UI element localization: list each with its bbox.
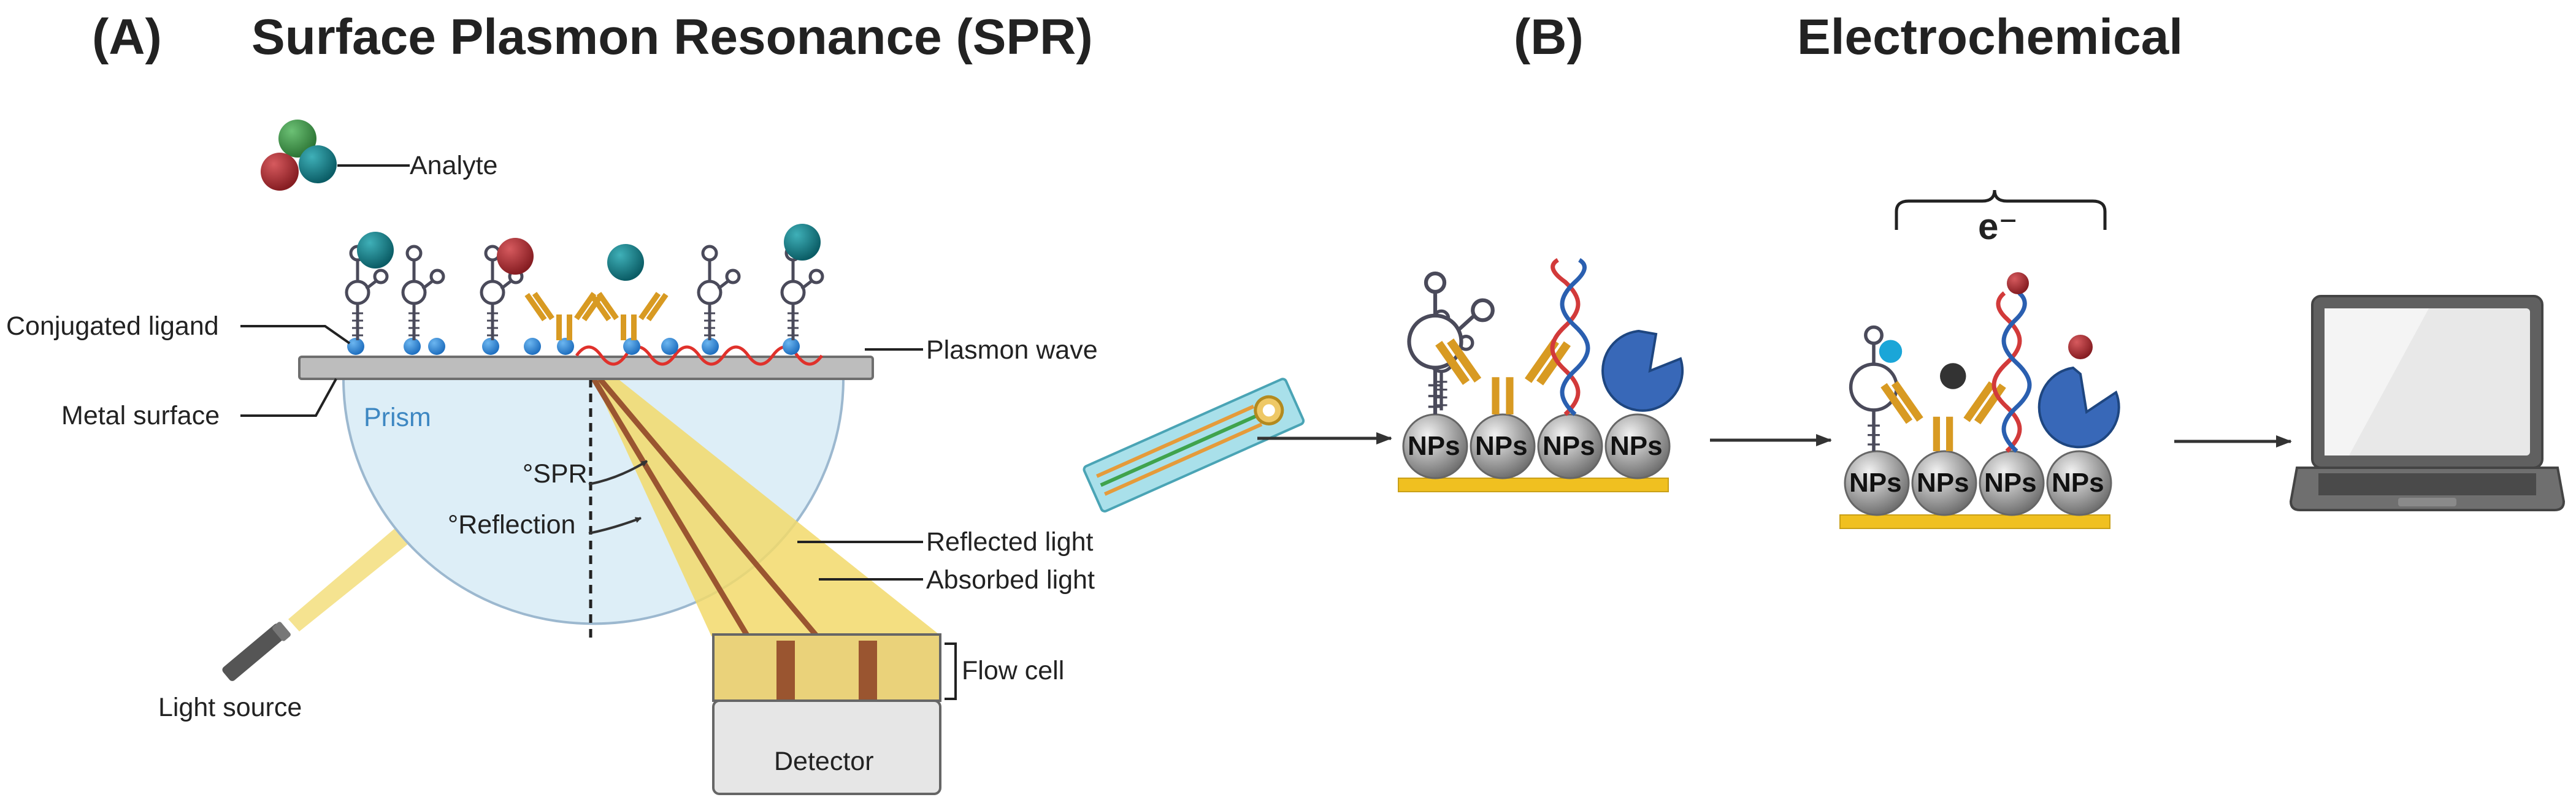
np1-enzyme: [1601, 329, 1684, 412]
flow-cell-label: Flow cell: [962, 656, 1064, 685]
analyte-cluster: [261, 120, 337, 191]
np-label-1: NPs: [1408, 431, 1460, 461]
bound-analyte-teal-1: [357, 232, 394, 269]
plasmon-wave: [575, 345, 824, 366]
conjugated-ligands: [347, 338, 800, 355]
np-platform-1: [1398, 413, 1671, 492]
np-platform-2: [1839, 450, 2112, 529]
absorbed-light-label: Absorbed light: [926, 565, 1095, 595]
np-label-6: NPs: [1917, 468, 1969, 498]
panel-a-title: Surface Plasmon Resonance (SPR): [251, 9, 1093, 65]
light-source: [222, 622, 291, 681]
reflection-angle-label: °Reflection: [448, 510, 575, 539]
np1-dna-helix: [1550, 257, 1590, 416]
np-label-8: NPs: [2052, 468, 2104, 498]
np-label-5: NPs: [1849, 468, 1902, 498]
bound-analyte-red: [497, 238, 534, 275]
np2-aptamer: [1849, 325, 1903, 451]
laptop-icon: [2289, 295, 2566, 511]
spr-angle-label: °SPR: [523, 459, 588, 489]
analyte-label: Analyte: [410, 151, 497, 180]
metal-surface-label: Metal surface: [61, 401, 220, 430]
metal-surface: [298, 356, 874, 380]
detector-label: Detector: [774, 747, 874, 776]
light-source-label: Light source: [158, 693, 302, 722]
np2-enzyme: [2037, 366, 2120, 449]
surface-antibody-2: [589, 292, 669, 340]
np-label-2: NPs: [1475, 431, 1528, 461]
plasmon-wave-label: Plasmon wave: [926, 335, 1098, 365]
np-label-4: NPs: [1610, 431, 1663, 461]
electron-brace: [1895, 189, 2107, 230]
reflected-light-beam: [592, 375, 941, 636]
surface-aptamer-2: [403, 246, 443, 340]
bound-analyte-teal-2: [607, 244, 644, 281]
np2-dna-helix: [1991, 272, 2032, 453]
np2-antibody: [1880, 363, 2006, 451]
np-label-7: NPs: [1984, 468, 2037, 498]
reflected-light-label: Reflected light: [926, 527, 1094, 557]
panel-a-letter: (A): [92, 9, 162, 65]
surface-aptamer-4: [699, 246, 739, 340]
flow-cell: [712, 633, 941, 702]
np-label-3: NPs: [1543, 431, 1595, 461]
flow-cell-channel-2: [859, 641, 877, 701]
np2-enzyme-substrate: [2068, 335, 2093, 359]
flow-cell-channel-1: [776, 641, 795, 701]
prism-label: Prism: [364, 403, 431, 432]
detector: [712, 699, 941, 795]
panel-b-title: Electrochemical: [1797, 9, 2183, 65]
electron-label: e⁻: [1978, 206, 2018, 247]
conjugated-ligand-label: Conjugated ligand: [6, 311, 219, 341]
electrode-strip: [1083, 378, 1305, 513]
panel-b-letter: (B): [1514, 9, 1584, 65]
bound-analyte-teal-3: [784, 224, 821, 261]
